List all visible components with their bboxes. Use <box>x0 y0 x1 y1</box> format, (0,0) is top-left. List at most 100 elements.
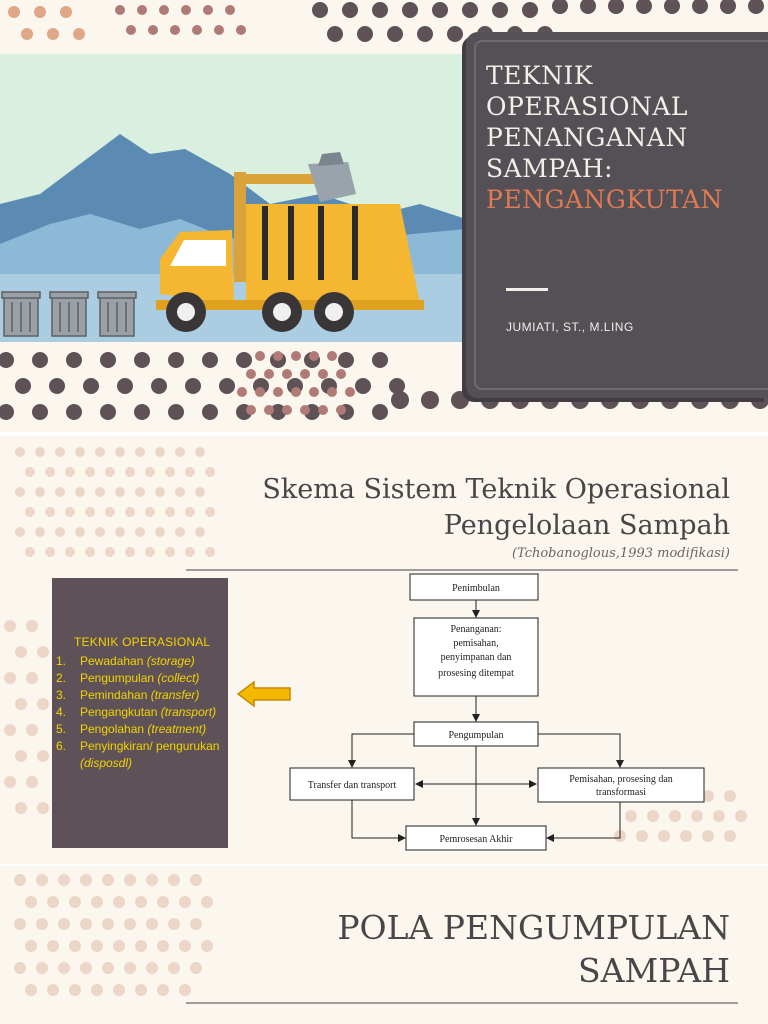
decorative-dot <box>14 918 26 930</box>
node-timbulan <box>409 573 539 601</box>
teknik-item-name: Pengolahan <box>80 722 145 736</box>
decorative-dot <box>146 918 158 930</box>
decorative-dot <box>720 0 736 14</box>
decorative-dot <box>95 447 105 457</box>
decorative-dot <box>15 447 25 457</box>
decorative-dot <box>291 387 301 397</box>
decorative-dot <box>75 527 85 537</box>
teknik-list: 1.Pewadahan (storage)2.Pengumpulan (coll… <box>56 653 230 772</box>
node-pemisahan <box>537 767 705 803</box>
decorative-dot <box>25 467 35 477</box>
decorative-dot <box>664 0 680 14</box>
teknik-item-english: (storage) <box>146 654 195 668</box>
decorative-dot <box>246 405 256 415</box>
decorative-dot <box>179 984 191 996</box>
decorative-dot <box>25 940 37 952</box>
decorative-dot <box>146 962 158 974</box>
decorative-dot <box>146 874 158 886</box>
decorative-dot <box>125 507 135 517</box>
decorative-dot <box>165 467 175 477</box>
decorative-dot <box>125 467 135 477</box>
decorative-dot <box>113 940 125 952</box>
decorative-dot <box>85 467 95 477</box>
decorative-dot <box>117 378 133 394</box>
decorative-dot <box>195 487 205 497</box>
decorative-dot <box>102 962 114 974</box>
decorative-dot <box>669 810 681 822</box>
decorative-dot <box>190 918 202 930</box>
decorative-dot <box>372 352 388 368</box>
decorative-dot <box>462 2 478 18</box>
decorative-dot <box>95 487 105 497</box>
decorative-dot <box>309 387 319 397</box>
decorative-dot <box>372 404 388 420</box>
flow-diagram: Penimbulan Penanganan: pemisahan, penyim… <box>289 573 705 851</box>
decorative-dot <box>35 527 45 537</box>
decorative-dot <box>36 874 48 886</box>
decorative-dot <box>91 940 103 952</box>
decorative-dot <box>21 28 33 40</box>
decorative-dot <box>135 984 147 996</box>
decorative-dot <box>65 547 75 557</box>
decorative-dot <box>32 352 48 368</box>
teknik-item-name: Pewadahan <box>80 654 144 668</box>
label-transfer: Transfer dan transport <box>308 780 397 791</box>
decorative-dot <box>165 507 175 517</box>
decorative-dot <box>175 527 185 537</box>
decorative-dot <box>25 896 37 908</box>
decorative-dot <box>100 352 116 368</box>
garbage-truck-illustration <box>0 54 466 342</box>
decorative-dot <box>65 467 75 477</box>
teknik-item-english: (transport) <box>160 705 217 719</box>
decorative-dot <box>35 487 45 497</box>
decorative-dot <box>447 26 463 42</box>
decorative-dot <box>105 507 115 517</box>
decorative-dot <box>270 404 286 420</box>
label-pemisahan-2: transformasi <box>596 787 646 798</box>
decorative-dot <box>389 378 405 394</box>
title-card: TEKNIK OPERASIONAL PENANGANAN SAMPAH: PE… <box>466 32 768 398</box>
decorative-dot <box>357 26 373 42</box>
decorative-dot <box>66 404 82 420</box>
decorative-dot <box>205 507 215 517</box>
decorative-dot <box>113 984 125 996</box>
arrow-pemisahan-akhir <box>546 802 621 842</box>
decorative-dot <box>0 352 14 368</box>
decorative-dot <box>170 25 180 35</box>
decorative-dot <box>327 351 337 361</box>
decorative-dot <box>421 391 439 409</box>
decorative-dot <box>100 404 116 420</box>
decorative-dot <box>125 547 135 557</box>
decorative-dot <box>15 527 25 537</box>
decorative-dot <box>608 0 624 14</box>
decorative-dot <box>402 2 418 18</box>
decorative-dot <box>85 547 95 557</box>
decorative-dot <box>155 447 165 457</box>
decorative-dot <box>214 25 224 35</box>
decorative-dot <box>185 467 195 477</box>
decorative-dot <box>179 896 191 908</box>
label-timbulan: Penimbulan <box>452 583 500 594</box>
decorative-dot <box>195 527 205 537</box>
decorative-dot <box>552 0 568 14</box>
title-slide: TEKNIK OPERASIONAL PENANGANAN SAMPAH: PE… <box>0 0 768 432</box>
label-pemisahan-1: Pemisahan, prosesing dan <box>569 774 673 785</box>
decorative-dot <box>115 447 125 457</box>
decorative-dot <box>4 724 16 736</box>
decorative-dot <box>219 378 235 394</box>
pola-slide: POLA PENGUMPULAN SAMPAH <box>0 866 768 1024</box>
decorative-dot <box>190 874 202 886</box>
decorative-dot <box>342 2 358 18</box>
title-line-2: OPERASIONAL <box>486 92 688 121</box>
decorative-dot <box>91 896 103 908</box>
decorative-dot <box>37 646 49 658</box>
decorative-dot <box>85 507 95 517</box>
decorative-dot <box>15 802 27 814</box>
teknik-item-number: 4. <box>56 705 67 719</box>
decorative-dot <box>168 404 184 420</box>
decorative-dot <box>124 874 136 886</box>
decorative-dot <box>15 750 27 762</box>
decorative-dot <box>45 467 55 477</box>
decorative-dot <box>80 962 92 974</box>
decorative-dot <box>658 830 670 842</box>
